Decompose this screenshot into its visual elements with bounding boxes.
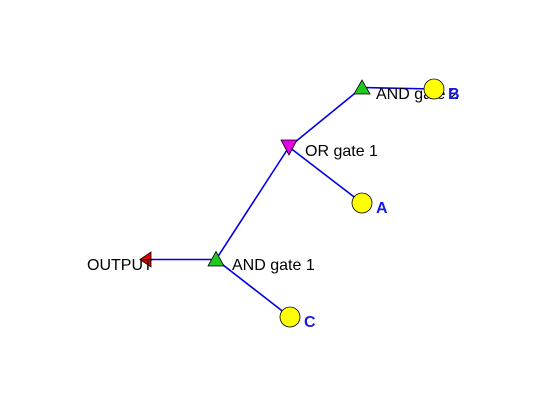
edge-or-gate-1-input-a (288, 146, 363, 204)
input-c-label: C (304, 314, 316, 331)
and-gate-2-triangle-icon (353, 79, 371, 95)
edge-and-gate-2-input-b (361, 86, 435, 90)
input-a-label: A (376, 200, 388, 217)
and-gate-1-label: AND gate 1 (232, 257, 315, 274)
input-b-circle-icon (423, 78, 445, 100)
edge-or-gate-1-and-gate-2 (288, 86, 363, 148)
output-node-triangle-icon (139, 251, 152, 268)
nodes (139, 79, 373, 328)
edge-and-gate-1-or-gate-1 (215, 146, 290, 260)
and-gate-1-triangle-icon (207, 250, 225, 267)
or-gate-1-label: OR gate 1 (305, 143, 378, 160)
edge-and-gate-1-input-c (215, 258, 291, 318)
labels: OUTPUT AND gate 1 OR gate 1 AND gate 2 A… (87, 86, 459, 331)
input-b-label: B (448, 86, 460, 103)
or-gate-1-triangle-icon (280, 139, 298, 156)
edges (147, 86, 435, 318)
input-a-circle-icon (351, 192, 373, 214)
input-c-circle-icon (279, 306, 301, 328)
and-gate-2-label: AND gate 2 (376, 86, 459, 103)
output-label: OUTPUT (87, 257, 153, 274)
input-b-node: B (423, 78, 460, 103)
